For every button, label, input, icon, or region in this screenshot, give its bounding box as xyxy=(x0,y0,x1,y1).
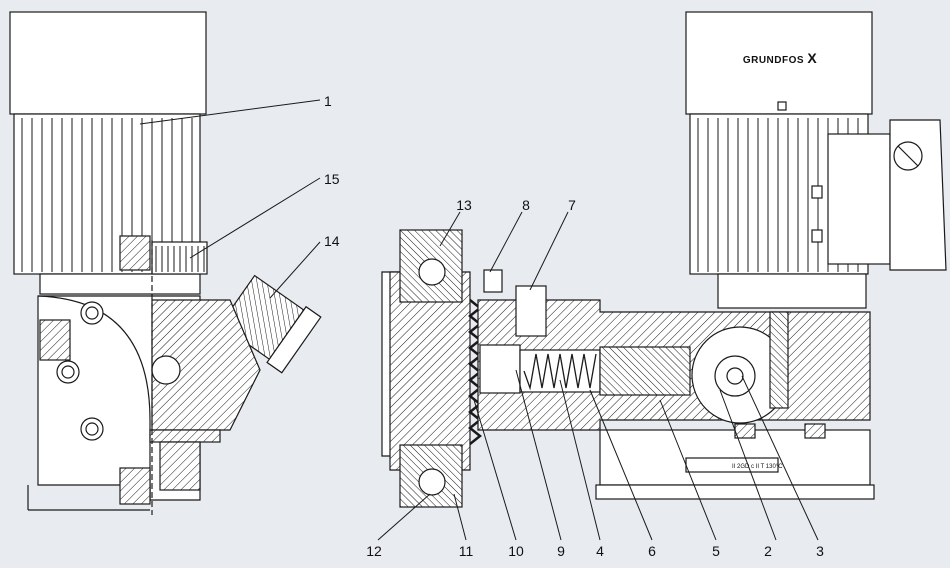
nameplate-text: II 2GD c II T 130°C xyxy=(732,464,783,470)
left-foot-bolt xyxy=(119,467,151,505)
right-motor-cover xyxy=(685,11,873,115)
eye-bolt xyxy=(777,101,787,111)
terminal-box-cover xyxy=(889,119,947,271)
diaphragm-holder xyxy=(479,344,521,394)
brand-name: GRUNDFOS xyxy=(743,55,804,66)
callout-4: 4 xyxy=(596,543,604,559)
base-plate xyxy=(595,484,875,500)
callout-6: 6 xyxy=(648,543,656,559)
bleed-screw xyxy=(483,269,503,293)
valve-ball-bottom xyxy=(418,468,446,496)
callout-2: 2 xyxy=(764,543,772,559)
callout-9: 9 xyxy=(557,543,565,559)
left-hatched-flange xyxy=(39,319,71,361)
brand-logo-mark: X xyxy=(807,50,817,66)
callout-3: 3 xyxy=(816,543,824,559)
svg-text:GRUNDFOS X: GRUNDFOS X xyxy=(743,50,818,66)
callout-leaders xyxy=(139,99,819,541)
terminal-box xyxy=(827,133,891,265)
left-motor-flange xyxy=(39,273,201,295)
left-view xyxy=(9,11,322,515)
relief-valve xyxy=(515,285,547,337)
callout-7: 7 xyxy=(568,197,576,213)
right-motor xyxy=(685,11,947,309)
callout-1: 1 xyxy=(324,93,332,109)
left-gear-housing xyxy=(151,299,261,431)
left-terminal-block xyxy=(119,235,151,271)
callout-15: 15 xyxy=(324,171,340,187)
callout-14: 14 xyxy=(324,233,340,249)
callout-5: 5 xyxy=(712,543,720,559)
valve-ball-top xyxy=(418,258,446,286)
plunger xyxy=(599,346,691,396)
callout-13: 13 xyxy=(456,197,472,213)
right-motor-flange xyxy=(717,273,867,309)
return-spring xyxy=(523,353,597,391)
callout-12: 12 xyxy=(366,543,382,559)
callout-11: 11 xyxy=(459,543,474,559)
left-motor-cover xyxy=(9,11,207,115)
callout-8: 8 xyxy=(522,197,530,213)
callout-10: 10 xyxy=(508,543,524,559)
